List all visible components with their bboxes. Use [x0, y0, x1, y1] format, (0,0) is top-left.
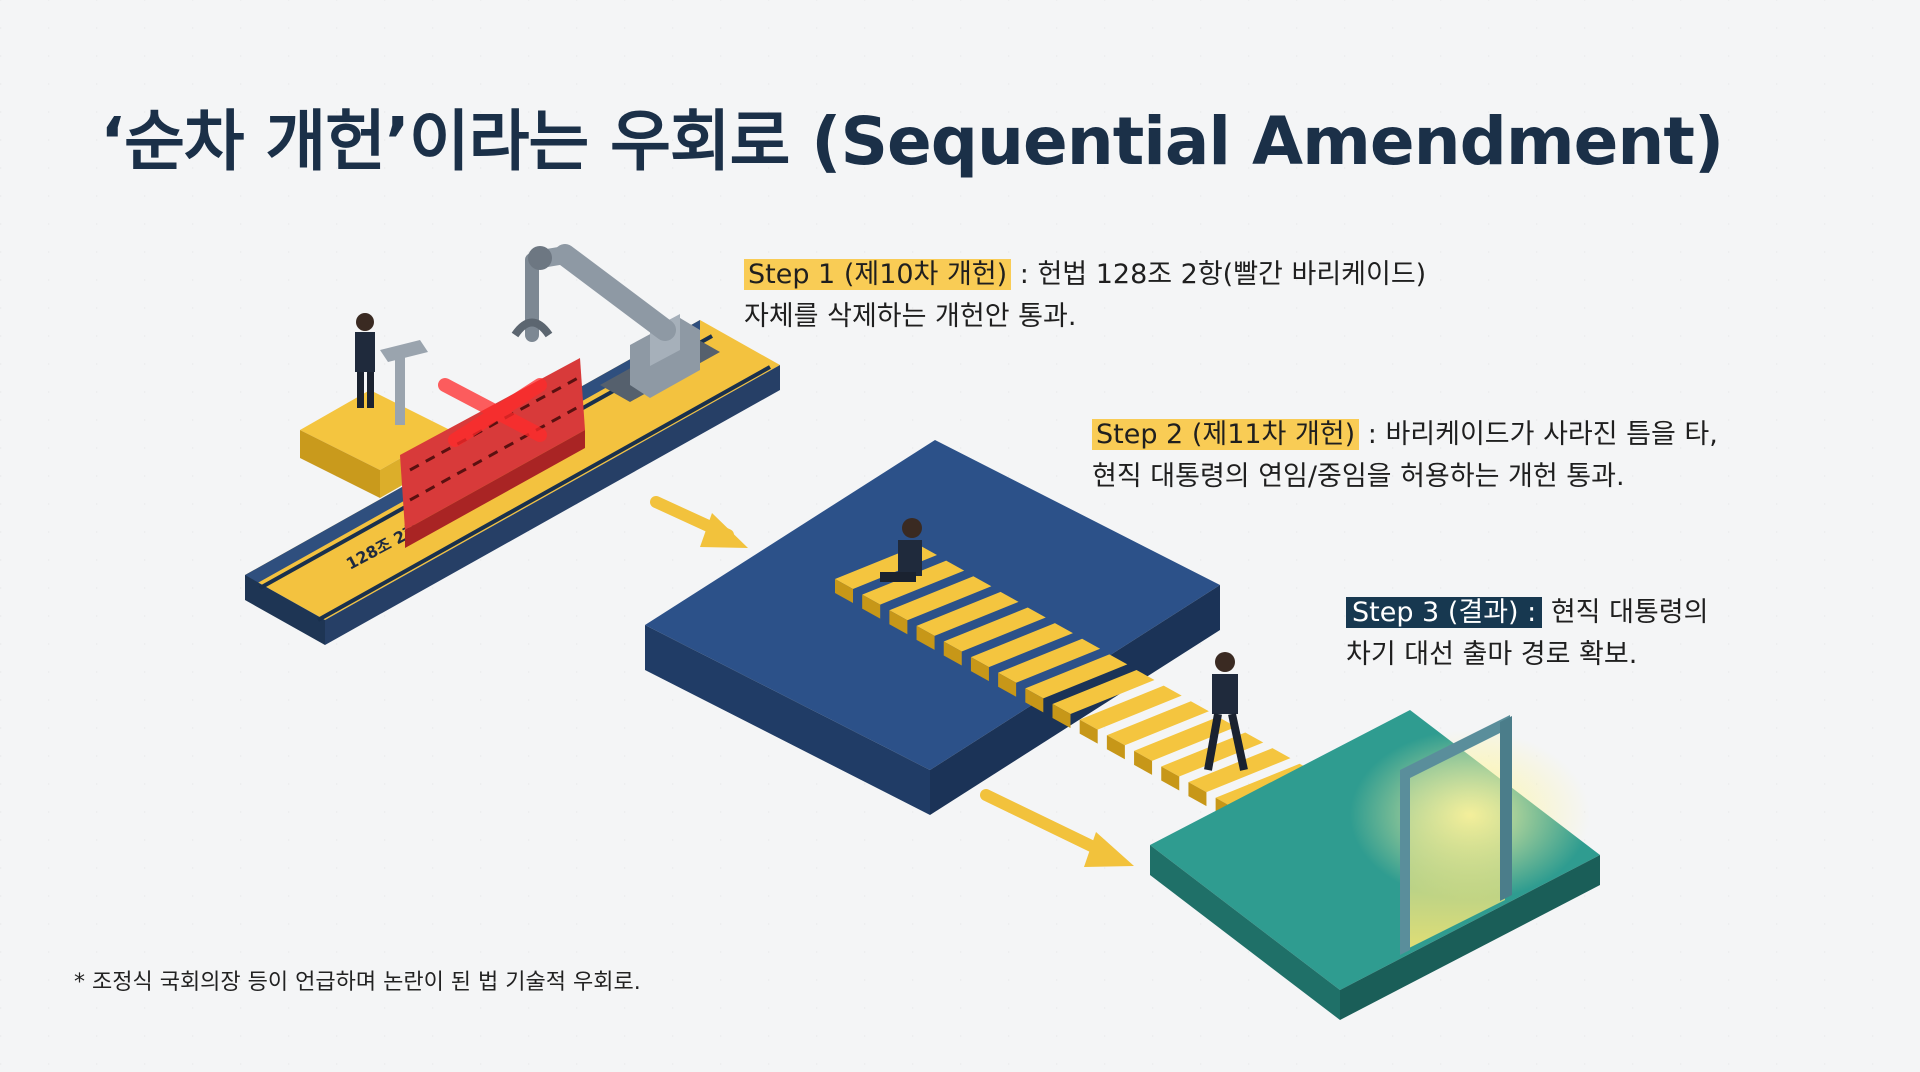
bridge-plank	[1052, 670, 1155, 714]
step1-line2: 자체를 삭제하는 개헌안 통과.	[744, 301, 1077, 332]
excavator	[511, 244, 720, 402]
bridge-plank-edge	[835, 579, 853, 603]
bridge-plank-edge	[1025, 688, 1044, 713]
step3-callout: Step 3 (결과) : 현직 대통령의 차기 대선 출마 경로 확보.	[1346, 592, 1708, 676]
bridge-plank-edge	[1052, 704, 1071, 728]
arrow-step2-to-step3	[980, 789, 1134, 867]
bridge-plank-edge	[1161, 766, 1180, 791]
step2-line1: : 바리케이드가 사라진 틈을 타,	[1359, 419, 1718, 450]
bridge-plank-edge	[1134, 750, 1153, 775]
step2-label: Step 2 (제11차 개헌)	[1092, 419, 1360, 450]
step2-callout: Step 2 (제11차 개헌) : 바리케이드가 사라진 틈을 타, 현직 대…	[1092, 414, 1718, 498]
bridge-plank-edge	[1106, 735, 1125, 760]
step1-label: Step 1 (제10차 개헌)	[744, 259, 1012, 290]
bridge-plank	[943, 607, 1046, 652]
step3-line1: 현직 대통령의	[1542, 597, 1709, 628]
bridge-plank	[862, 560, 965, 605]
kneeling-figure	[880, 518, 922, 582]
bridge-plank-edge	[1079, 719, 1098, 744]
step1-line1: : 헌법 128조 2항(빨간 바리케이드)	[1011, 259, 1427, 290]
bridge-plank	[1106, 701, 1209, 746]
footnote: * 조정식 국회의장 등이 언급하며 논란이 된 법 기술적 우회로.	[74, 970, 641, 995]
bridge-plank	[998, 638, 1101, 683]
bridge-plank	[916, 591, 1019, 636]
page-title: ‘순차 개헌’이라는 우회로 (Sequential Amendment)	[100, 103, 1724, 180]
bridge-plank	[889, 576, 992, 621]
bridge-plank	[1188, 748, 1291, 793]
step3-label: Step 3 (결과) :	[1346, 597, 1543, 628]
glowing-door	[1400, 715, 1512, 955]
step2-line2: 현직 대통령의 연임/중임을 허용하는 개헌 통과.	[1092, 461, 1625, 492]
red-barricade	[400, 358, 585, 548]
bridge-plank-edge	[943, 641, 962, 666]
step1-scene: 128조 2항	[245, 244, 780, 645]
bridge-plank-edge	[970, 657, 989, 682]
step1-callout: Step 1 (제10차 개헌) : 헌법 128조 2항(빨간 바리케이드) …	[744, 254, 1426, 338]
walking-figure	[1204, 652, 1248, 771]
step3-line2: 차기 대선 출마 경로 확보.	[1346, 639, 1638, 670]
speaker-figure	[355, 313, 428, 425]
bridge-plank-edge	[1188, 782, 1207, 807]
arrow-step1-to-step2	[650, 496, 748, 548]
bridge-plank-edge	[862, 594, 881, 619]
bridge-plank-edge	[998, 672, 1017, 697]
bridge-plank-edge	[916, 625, 935, 650]
bridge-plank	[1025, 654, 1128, 699]
bridge-plank	[1079, 685, 1182, 730]
bridge-plank-edge	[889, 610, 908, 635]
bridge-plank	[970, 623, 1073, 668]
bridge-plank	[1134, 716, 1237, 761]
